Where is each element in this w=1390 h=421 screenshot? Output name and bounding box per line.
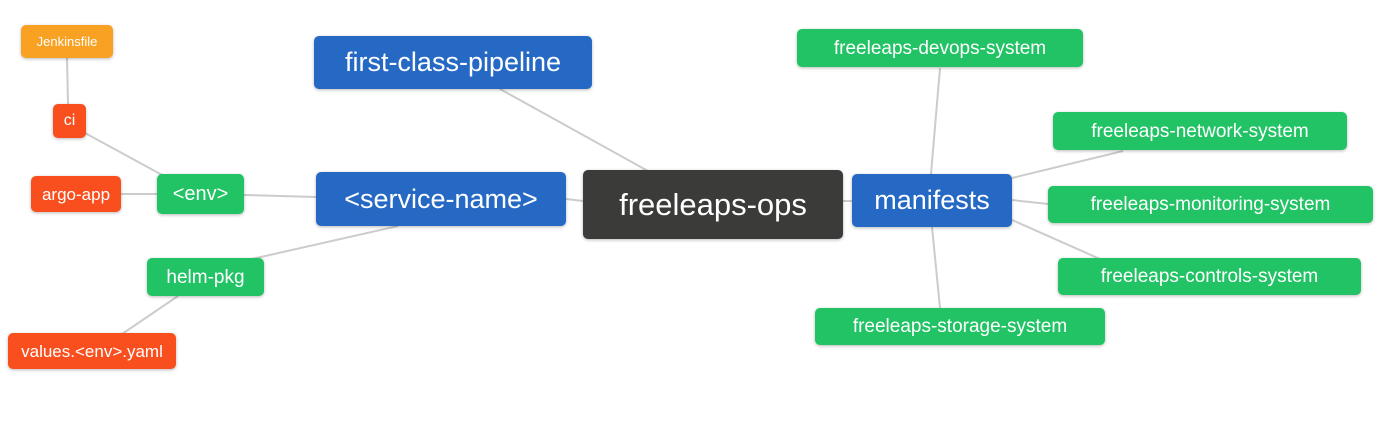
edge-manifests-network bbox=[1011, 150, 1124, 179]
node-controls-system[interactable]: freeleaps-controls-system bbox=[1058, 258, 1361, 295]
edge-manifests-monitoring bbox=[1011, 199, 1049, 205]
node-devops-system[interactable]: freeleaps-devops-system bbox=[797, 29, 1083, 67]
edge-manifests-controls bbox=[1011, 219, 1101, 260]
node-env[interactable]: <env> bbox=[157, 174, 244, 214]
node-service-name[interactable]: <service-name> bbox=[316, 172, 566, 226]
node-argo-app[interactable]: argo-app bbox=[31, 176, 121, 212]
edge-ci-env bbox=[84, 132, 165, 177]
edge-jenkinsfile-ci bbox=[66, 57, 69, 105]
edge-service-name-helm-pkg bbox=[251, 225, 399, 260]
edge-manifests-storage bbox=[931, 226, 941, 309]
node-ci[interactable]: ci bbox=[53, 104, 86, 138]
node-storage-system[interactable]: freeleaps-storage-system bbox=[815, 308, 1105, 345]
node-helm-pkg[interactable]: helm-pkg bbox=[147, 258, 264, 296]
edge-helm-pkg-values bbox=[121, 295, 179, 335]
node-values-env-yaml[interactable]: values.<env>.yaml bbox=[8, 333, 176, 369]
node-jenkinsfile[interactable]: Jenkinsfile bbox=[21, 25, 113, 58]
node-manifests[interactable]: manifests bbox=[852, 174, 1012, 227]
node-freeleaps-ops[interactable]: freeleaps-ops bbox=[583, 170, 843, 239]
edge-pipeline-freeleaps-ops bbox=[499, 88, 649, 172]
edge-manifests-devops bbox=[930, 67, 941, 175]
node-monitoring-system[interactable]: freeleaps-monitoring-system bbox=[1048, 186, 1373, 223]
edge-service-name-freeleaps-ops bbox=[565, 198, 584, 202]
node-network-system[interactable]: freeleaps-network-system bbox=[1053, 112, 1347, 150]
node-first-class-pipeline[interactable]: first-class-pipeline bbox=[314, 36, 592, 89]
edge-env-service-name bbox=[243, 194, 317, 198]
